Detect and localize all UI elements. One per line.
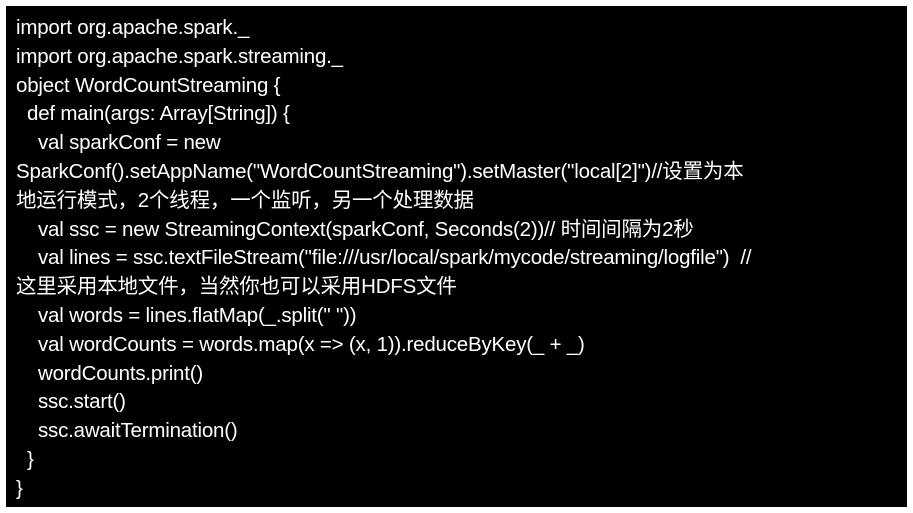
code-block: import org.apache.spark._ import org.apa…: [6, 6, 907, 507]
code-line: wordCounts.print(): [16, 361, 203, 385]
code-line: }: [16, 447, 34, 471]
code-line: val ssc = new StreamingContext(sparkConf…: [16, 217, 694, 241]
code-line: val sparkConf = new: [16, 131, 221, 155]
code-line: val lines = ssc.textFileStream("file:///…: [16, 246, 752, 270]
code-line: 地运行模式，2个线程，一个监听，另一个处理数据: [16, 188, 474, 212]
code-line: SparkConf().setAppName("WordCountStreami…: [16, 159, 744, 183]
code-line: 这里采用本地文件，当然你也可以采用HDFS文件: [16, 275, 457, 299]
code-line: import org.apache.spark._: [16, 16, 250, 39]
code-line: ssc.awaitTermination(): [16, 419, 238, 443]
code-line: val words = lines.flatMap(_.split(" ")): [16, 303, 357, 327]
code-line: }: [16, 476, 23, 500]
code-line: ssc.start(): [16, 390, 126, 414]
code-line: import org.apache.spark.streaming._: [16, 44, 343, 68]
code-line: def main(args: Array[String]) {: [16, 102, 290, 126]
code-line: val wordCounts = words.map(x => (x, 1)).…: [16, 332, 585, 356]
code-line: object WordCountStreaming {: [16, 73, 281, 97]
